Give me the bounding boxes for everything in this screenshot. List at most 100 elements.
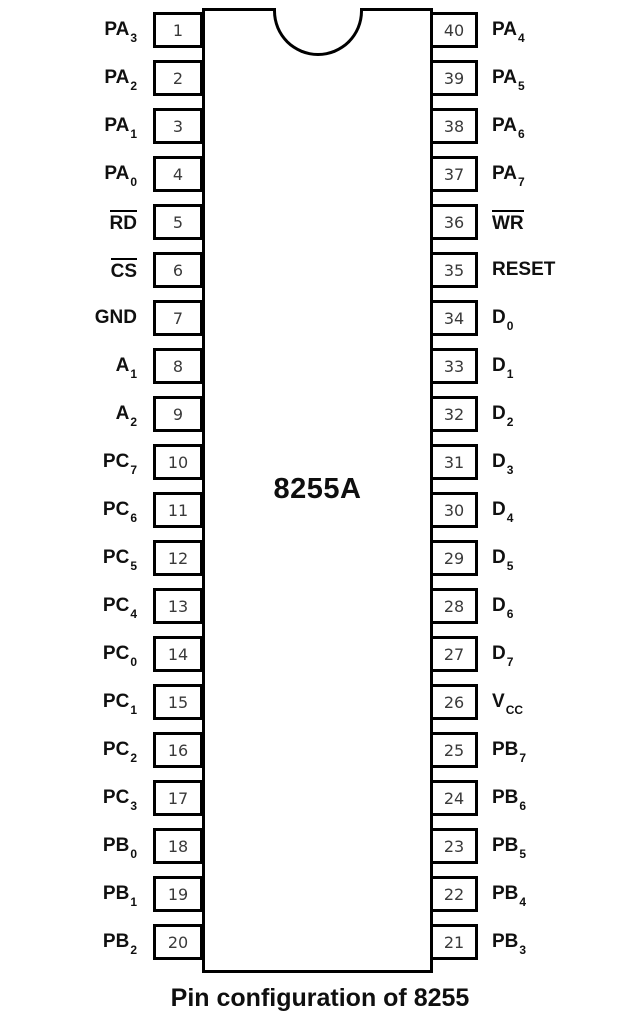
pin-number: 16 (167, 740, 189, 760)
pin-number: 27 (443, 644, 465, 664)
pin-number: 3 (172, 116, 184, 136)
pin-label-text: PA (492, 67, 517, 89)
pin-label-text: PB (492, 883, 519, 905)
pin-number: 14 (167, 644, 189, 664)
pin-37-number-box: 37 (430, 156, 478, 192)
pin-number: 40 (443, 20, 465, 40)
pin-number: 21 (443, 932, 465, 952)
pin-label-text: PA (104, 163, 130, 185)
pin-label-subscript: 5 (519, 847, 527, 861)
pin-number: 9 (172, 404, 184, 424)
pin-36-number-box: 36 (430, 204, 478, 240)
pin-35-label: RESET (492, 252, 638, 288)
pin-label-subscript: 1 (130, 367, 137, 381)
pin-label-subscript: 6 (130, 511, 137, 525)
pin-label-text: D (492, 403, 506, 425)
pin-label-subscript: 7 (517, 175, 525, 189)
pin-label-subscript: 4 (506, 511, 514, 525)
pin-15-number-box: 15 (153, 684, 203, 720)
pin-number: 11 (167, 500, 189, 520)
pin-label-text: D (492, 499, 506, 521)
chip-notch-icon (272, 8, 363, 56)
pin-number: 26 (443, 692, 465, 712)
pin-label-text: PB (102, 883, 130, 905)
pin-label-subscript: 0 (130, 847, 137, 861)
pin-label-text: D (492, 307, 506, 329)
pin-label-text: PC (102, 739, 130, 761)
pin-8-number-box: 8 (153, 348, 203, 384)
pin-12-number-box: 12 (153, 540, 203, 576)
pin-number: 30 (443, 500, 465, 520)
pin-number: 34 (443, 308, 465, 328)
pin-number: 4 (172, 164, 184, 184)
pin-34-number-box: 34 (430, 300, 478, 336)
pin-label-subscript: 6 (519, 799, 527, 813)
pin-label-text: PB (102, 931, 130, 953)
pin-23-number-box: 23 (430, 828, 478, 864)
pin-30-number-box: 30 (430, 492, 478, 528)
pin-label-subscript: CC (505, 703, 524, 717)
pin-13-number-box: 13 (153, 588, 203, 624)
pin-label-text: CS (110, 258, 137, 282)
pin-label-text: GND (94, 307, 137, 329)
pin-number: 10 (167, 452, 189, 472)
pin-number: 35 (443, 260, 465, 280)
pin-label-text: PC (102, 691, 130, 713)
pin-6-label: CS (0, 252, 137, 288)
pin-label-text: PC (102, 499, 130, 521)
pin-number: 28 (443, 596, 465, 616)
pin-label-text: D (492, 355, 506, 377)
pin-5-label: RD (0, 204, 137, 240)
pin-6-number-box: 6 (153, 252, 203, 288)
pin-label-text: PB (102, 835, 130, 857)
pin-label-text: PA (104, 67, 130, 89)
pin-number: 17 (167, 788, 189, 808)
pin-label-subscript: 2 (130, 79, 137, 93)
pin-label-text: PA (492, 163, 517, 185)
pin-label-subscript: 6 (506, 607, 514, 621)
pin-label-text: D (492, 595, 506, 617)
pin-label-subscript: 1 (130, 703, 137, 717)
pin-label-subscript: 2 (506, 415, 514, 429)
pin-40-number-box: 40 (430, 12, 478, 48)
pin-label-subscript: 7 (130, 463, 137, 477)
pin-number: 33 (443, 356, 465, 376)
pin-number: 29 (443, 548, 465, 568)
pin-label-text: RD (109, 210, 137, 234)
pin-number: 31 (443, 452, 465, 472)
pin-11-number-box: 11 (153, 492, 203, 528)
pin-number: 5 (172, 212, 184, 232)
pin-33-number-box: 33 (430, 348, 478, 384)
pin-22-number-box: 22 (430, 876, 478, 912)
pin-label-subscript: 7 (519, 751, 527, 765)
chip-label: 8255A (273, 473, 362, 505)
pin-label-text: D (492, 643, 506, 665)
pin-label-text: A (115, 403, 130, 425)
pin-label-subscript: 0 (130, 175, 137, 189)
pin-35-number-box: 35 (430, 252, 478, 288)
pin-38-number-box: 38 (430, 108, 478, 144)
pin-label-subscript: 0 (130, 655, 137, 669)
pin-label-text: PC (102, 595, 130, 617)
pin-number: 37 (443, 164, 465, 184)
pin-label-text: D (492, 451, 506, 473)
pin-7-label: GND (0, 300, 137, 336)
pin-label-subscript: 1 (506, 367, 514, 381)
pin-label-text: PA (104, 115, 130, 137)
pin-7-number-box: 7 (153, 300, 203, 336)
